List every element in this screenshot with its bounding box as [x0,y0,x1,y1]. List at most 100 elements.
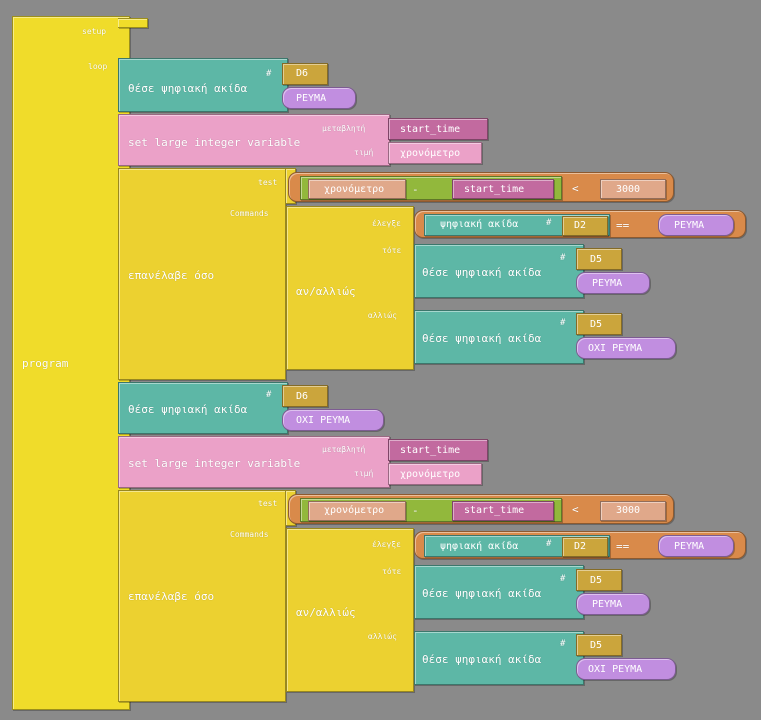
set-large-int-block[interactable] [118,114,390,166]
set-digital-pin-block[interactable] [118,58,288,112]
variable-name-text: start_time [400,445,461,456]
timer-value-text: χρονόμετρο [400,148,461,159]
else-pin-value[interactable] [576,337,676,359]
start-time-operand[interactable] [452,501,554,521]
loop-label: loop [88,62,108,71]
then-set-pin-label: θέσε ψηφιακή ακίδα [422,266,542,279]
then-pin-value[interactable] [576,593,650,615]
if-else-block[interactable] [286,206,414,370]
repeat-while-label: επανέλαβε όσο [128,590,215,603]
limit-operand-text: 3000 [616,505,641,516]
hash-label: # [266,69,272,79]
pin-value-text: ΡΕΥΜΑ [296,93,327,104]
then-pin-number[interactable] [576,569,622,591]
pin-value[interactable] [282,409,384,431]
minus-label: - [412,183,419,196]
read-hash-label: # [546,539,552,549]
test-label: test [258,178,278,187]
test-label: test [258,499,278,508]
less-than-label: < [572,182,579,195]
else-set-pin-block[interactable] [414,631,584,685]
variable-param-label: μεταβλητή [322,124,366,133]
then-label: τότε [382,246,402,255]
pin-number[interactable] [282,385,328,407]
if-else-block[interactable] [286,528,414,692]
set-digital-pin-label: θέσε ψηφιακή ακίδα [128,403,248,416]
pin-value[interactable] [282,87,356,109]
else-set-pin-block[interactable] [414,310,584,364]
pin-number-text: D6 [296,391,309,402]
compare-value-text: ΡΕΥΜΑ [674,541,705,552]
pin-value-text: ΟΧΙ ΡΕΥΜΑ [296,415,351,426]
set-digital-pin-label: θέσε ψηφιακή ακίδα [128,82,248,95]
repeat-while-block[interactable] [118,168,286,380]
compare-value-text: ΡΕΥΜΑ [674,220,705,231]
then-hash-label: # [560,574,566,584]
timer-value[interactable] [388,463,482,485]
setup-slot [118,18,148,28]
variable-name[interactable] [388,118,488,140]
then-set-pin-block[interactable] [414,244,584,298]
limit-operand-text: 3000 [616,184,641,195]
else-pin-number[interactable] [576,634,622,656]
else-pin-number[interactable] [576,313,622,335]
repeat-while-label: επανέλαβε όσο [128,269,215,282]
start-time-operand-text: start_time [464,184,525,195]
timer-value[interactable] [388,142,482,164]
program-block[interactable] [12,16,130,710]
read-digital-pin-text: ψηφιακή ακίδα [440,541,519,552]
variable-name[interactable] [388,439,488,461]
then-pin-number[interactable] [576,248,622,270]
limit-operand[interactable] [600,179,666,199]
timer-value-text: χρονόμετρο [400,469,461,480]
pin-number[interactable] [282,63,328,85]
then-pin-value-text: ΡΕΥΜΑ [592,599,623,610]
then-pin-number-text: D5 [590,254,603,265]
read-digital-pin-text: ψηφιακή ακίδα [440,219,519,230]
limit-operand[interactable] [600,501,666,521]
then-set-pin-label: θέσε ψηφιακή ακίδα [422,587,542,600]
else-pin-number-text: D5 [590,640,603,651]
set-large-int-block[interactable] [118,436,390,488]
program-label: program [22,357,69,370]
start-time-operand[interactable] [452,179,554,199]
then-set-pin-block[interactable] [414,565,584,619]
check-label: έλεγξε [372,540,401,549]
set-digital-pin-block[interactable] [118,382,288,434]
then-hash-label: # [560,253,566,263]
repeat-while-block[interactable] [118,490,286,702]
compare-value[interactable] [658,535,734,557]
read-hash-label: # [546,218,552,228]
compare-value[interactable] [658,214,734,236]
timer-operand[interactable] [308,501,406,521]
hash-label: # [266,390,272,400]
if-else-label: αν/αλλιώς [296,285,356,298]
start-time-operand-text: start_time [464,505,525,516]
equals-label: == [616,219,630,232]
minus-label: - [412,504,419,517]
else-pin-number-text: D5 [590,319,603,330]
else-pin-value-text: ΟΧΙ ΡΕΥΜΑ [588,343,643,354]
read-pin-number[interactable] [562,537,608,557]
read-pin-number-text: D2 [574,541,587,552]
commands-label: Commands [230,209,269,218]
else-label: αλλιώς [368,632,397,641]
then-pin-value[interactable] [576,272,650,294]
if-else-label: αν/αλλιώς [296,606,356,619]
pin-number-text: D6 [296,68,309,79]
then-pin-number-text: D5 [590,575,603,586]
variable-name-text: start_time [400,124,461,135]
else-hash-label: # [560,318,566,328]
setup-label: setup [82,27,107,36]
else-pin-value[interactable] [576,658,676,680]
equals-label: == [616,540,630,553]
timer-operand[interactable] [308,179,406,199]
read-pin-number-text: D2 [574,220,587,231]
set-large-int-label: set large integer variable [128,457,301,470]
read-pin-number[interactable] [562,216,608,236]
else-label: αλλιώς [368,311,397,320]
else-hash-label: # [560,639,566,649]
commands-label: Commands [230,530,269,539]
timer-operand-text: χρονόμετρο [324,184,385,195]
else-set-pin-label: θέσε ψηφιακή ακίδα [422,653,542,666]
